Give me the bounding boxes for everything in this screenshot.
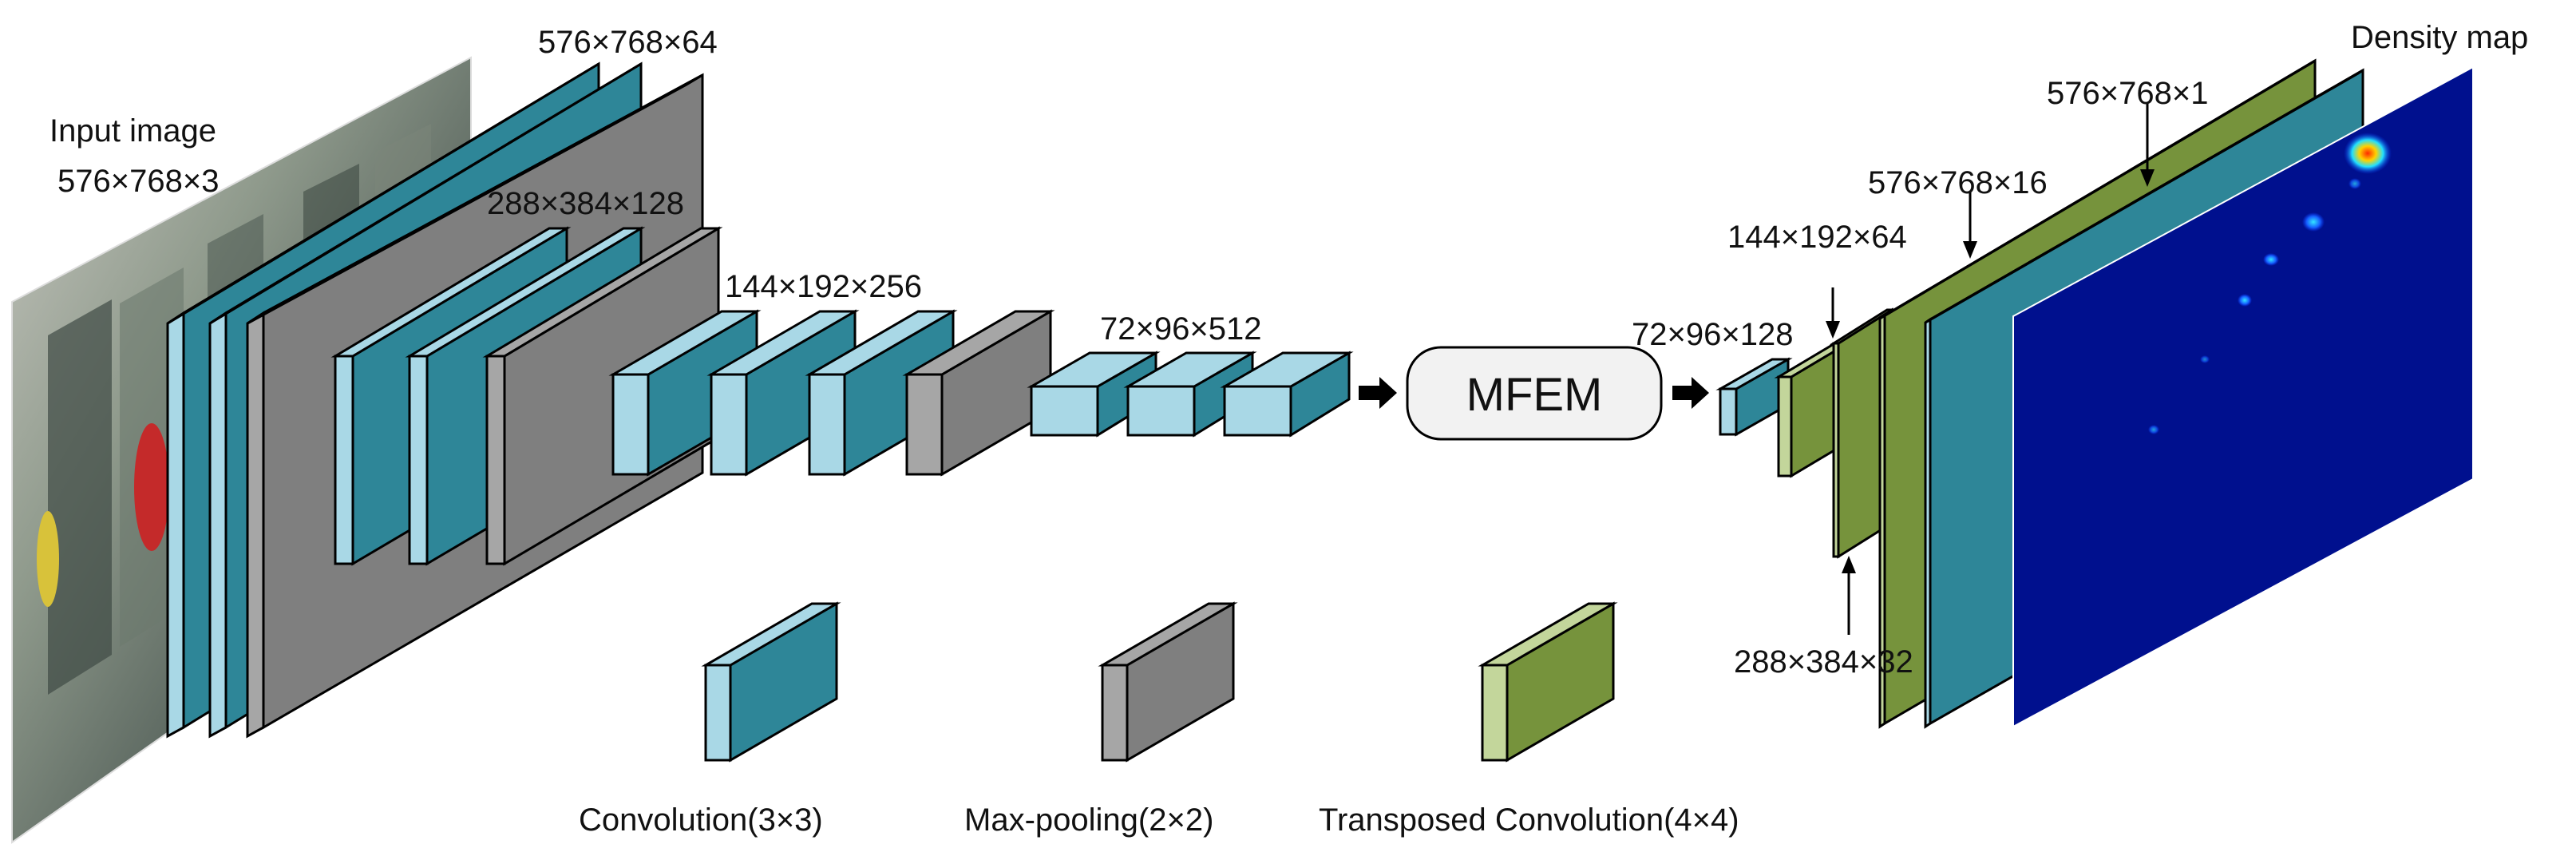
conv-layer [805,309,958,477]
pointer-arrow [1842,556,1856,635]
arrow-right-icon [1359,377,1397,409]
pointer-arrow [2140,104,2155,187]
deconv3-size-label: 576×768×16 [1868,165,2048,200]
legend-conv-swatch [701,601,841,763]
block4-size-label: 72×96×512 [1100,311,1261,347]
deconv-layer [1829,307,1897,559]
encoder-block3 [608,309,1055,477]
pointer-arrow [1963,192,1977,259]
mfem-label: MFEM [1466,369,1603,421]
conv-layer [1220,351,1354,438]
pointer-arrow [1826,287,1840,339]
legend-deconv-swatch [1478,601,1618,763]
conv-layer [608,309,762,477]
arrow-right-icon [1672,377,1709,409]
mfem-module: MFEM [1406,346,1663,441]
deconv1-size-label: 144×192×64 [1727,220,1907,255]
deconv2-size-label: 288×384×32 [1734,644,1913,680]
block1-size-label: 576×768×64 [538,25,718,60]
pool-layer [482,226,723,566]
conv-layer [706,309,860,477]
input-image-size: 576×768×3 [57,164,219,199]
output-size-label: 576×768×1 [2047,76,2208,111]
input-image-title: Input image [49,113,216,149]
legend: Convolution(3×3) Max-pooling(2×2) Transp… [579,601,1739,838]
density-map [2012,65,2474,728]
block3-size-label: 144×192×256 [725,269,922,304]
encoder-block4 [1027,351,1354,438]
block2-size-label: 288×384×128 [487,186,684,221]
legend-conv-label: Convolution(3×3) [579,802,823,838]
encoder-block2 [330,226,723,566]
decoder-conv-size-label: 72×96×128 [1632,317,1793,352]
density-map-title: Density map [2351,20,2528,55]
pool-layer [902,309,1055,477]
legend-pool-label: Max-pooling(2×2) [964,802,1213,838]
legend-deconv-label: Transposed Convolution(4×4) [1319,802,1739,838]
legend-pool-swatch [1098,601,1238,763]
